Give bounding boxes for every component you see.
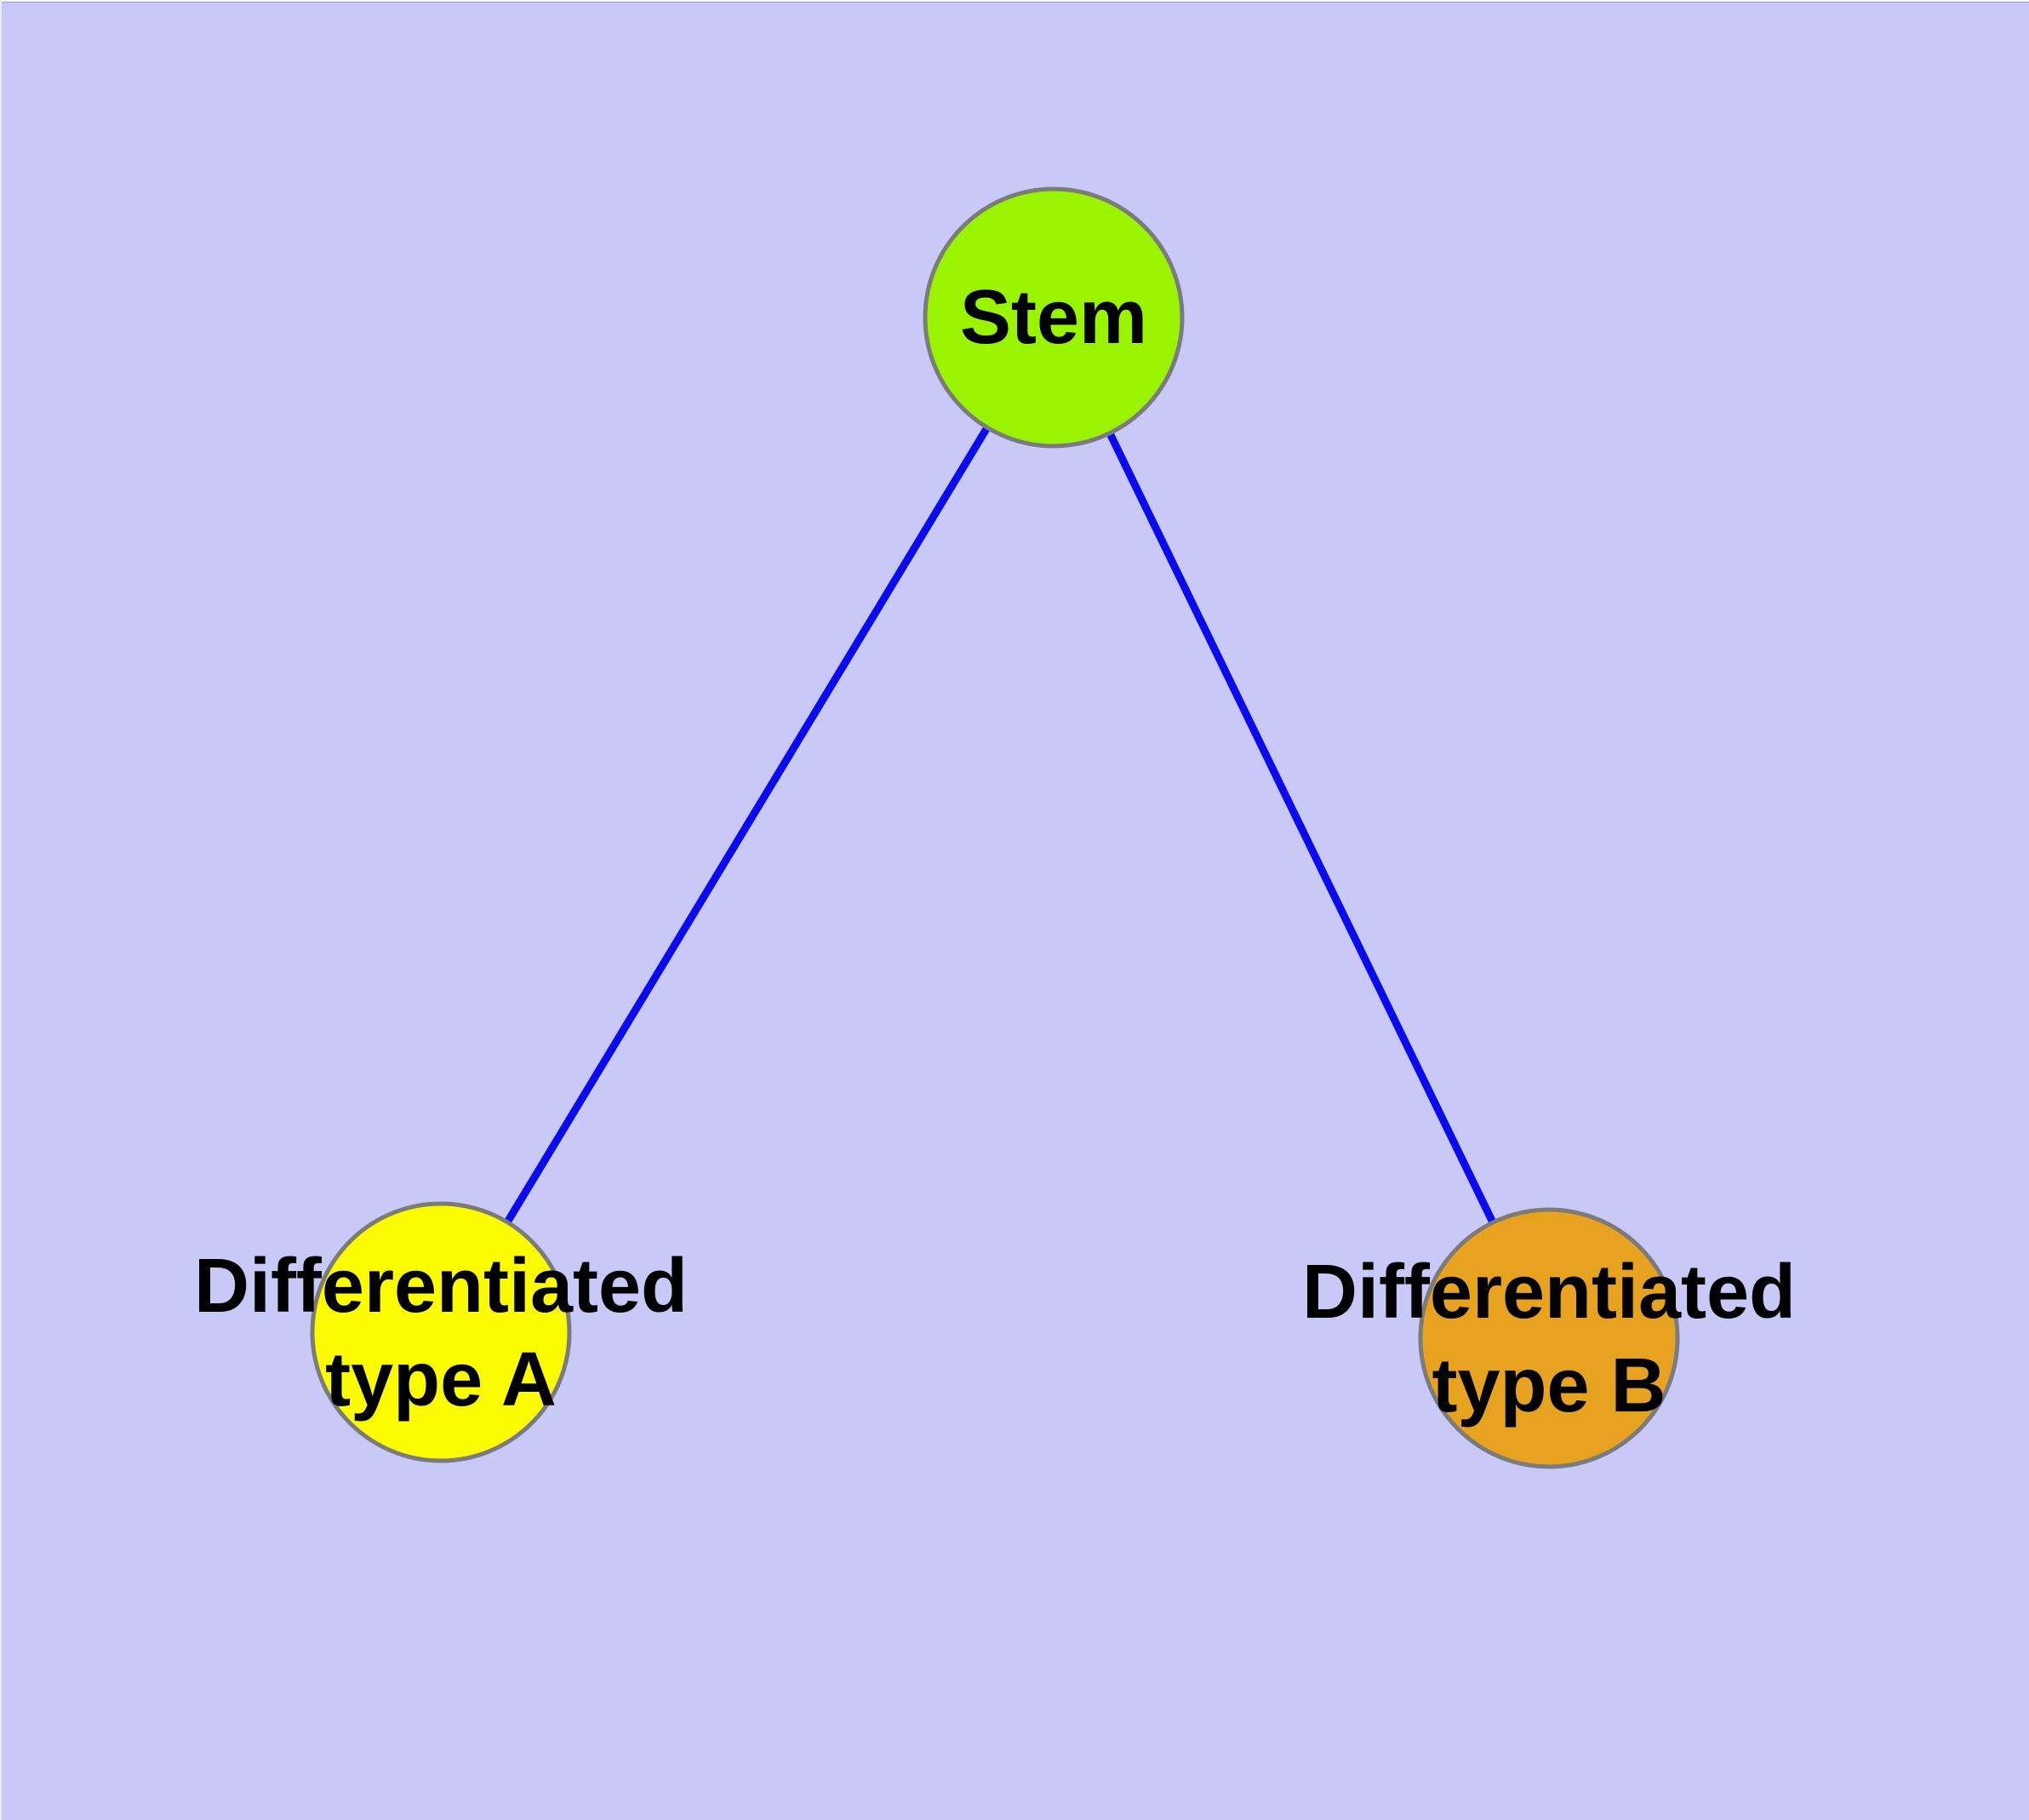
edge-stem-to-type-a[interactable] — [437, 315, 1057, 1335]
node-type-a-label-line1: Differentiated — [194, 1244, 688, 1329]
node-stem-label: Stem — [960, 275, 1147, 360]
node-differentiated-type-a[interactable] — [310, 1201, 572, 1463]
node-type-b-label-line2: type B — [1432, 1343, 1666, 1428]
window-left-edge — [0, 0, 2, 1820]
node-type-a-label-line2: type A — [325, 1337, 557, 1422]
window-top-edge — [0, 0, 2029, 3]
node-type-b-label-line1: Differentiated — [1302, 1250, 1796, 1335]
edge-stem-to-type-b[interactable] — [1049, 316, 1553, 1340]
node-stem[interactable] — [923, 186, 1185, 449]
node-differentiated-type-b[interactable] — [1418, 1207, 1680, 1469]
